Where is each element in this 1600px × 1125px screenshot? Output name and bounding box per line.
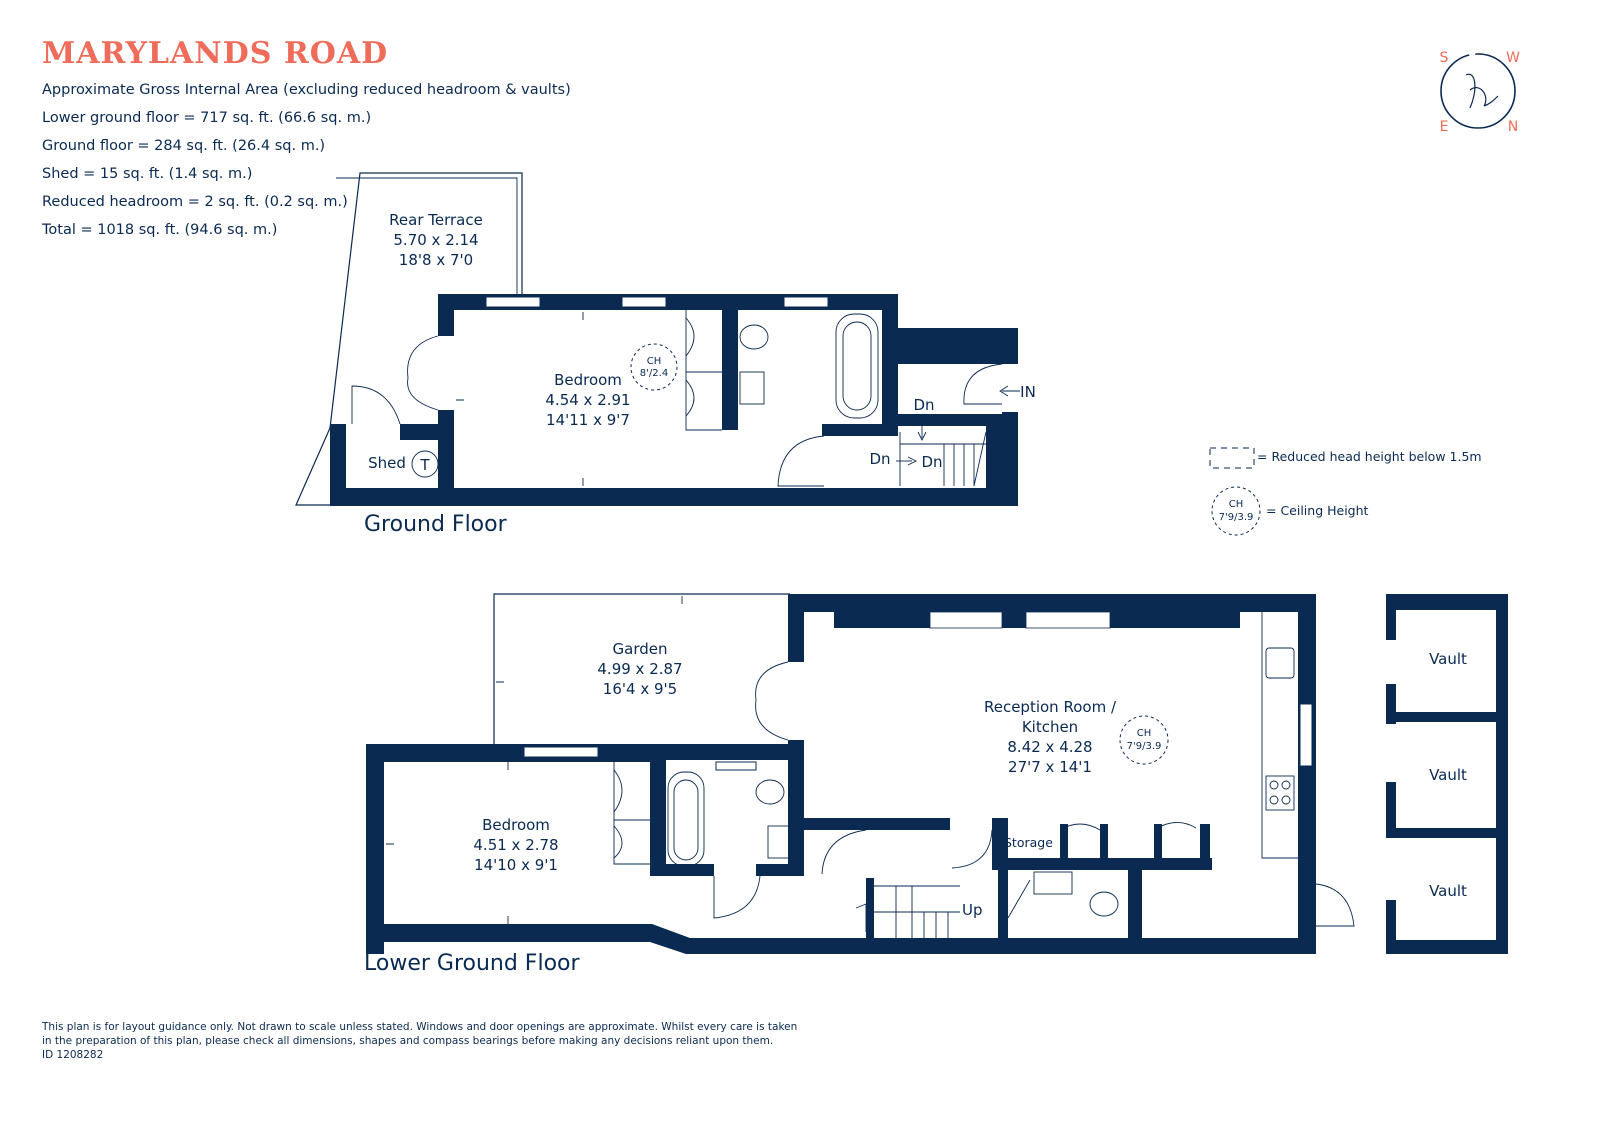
ground-floor-plan: Rear Terrace 5.70 x 2.14 18'8 x 7'0 Bedr… [295, 172, 1036, 537]
area-reduced-headroom: Reduced headroom = 2 sq. ft. (0.2 sq. m.… [42, 194, 348, 210]
shed-label: Shed [368, 454, 406, 472]
legend-ceiling-height: = Ceiling Height [1266, 503, 1369, 518]
compass-n: N [1508, 119, 1518, 135]
legend-ch-value: 7'9/3.9 [1219, 512, 1254, 523]
gf-stairs-dn-2: Dn [869, 450, 890, 468]
lg-stairs-up: Up [962, 901, 983, 919]
property-title: MARYLANDS ROAD [42, 36, 389, 71]
ground-floor-label: Ground Floor [364, 512, 508, 537]
compass-icon: S W E N [1440, 49, 1520, 135]
disclaimer: This plan is for layout guidance only. N… [42, 1020, 842, 1062]
gf-stairs-dn-3: Dn [921, 453, 942, 471]
area-shed: Shed = 15 sq. ft. (1.4 sq. m.) [42, 166, 253, 182]
rear-terrace-label: Rear Terrace [389, 211, 483, 229]
compass-w: W [1506, 50, 1520, 66]
garden-metric: 4.99 x 2.87 [597, 660, 682, 678]
gf-bedroom-imperial: 14'11 x 9'7 [546, 411, 630, 429]
rear-terrace-imperial: 18'8 x 7'0 [399, 251, 473, 269]
legend: = Reduced head height below 1.5m CH 7'9/… [1209, 447, 1482, 536]
gf-ch-value: 8'/2.4 [640, 368, 668, 379]
disclaimer-line-1: This plan is for layout guidance only. N… [42, 1021, 798, 1033]
lg-bedroom-metric: 4.51 x 2.78 [473, 836, 558, 854]
lower-ground-floor-label: Lower Ground Floor [364, 951, 580, 976]
lg-ch-value: 7'9/3.9 [1127, 741, 1162, 752]
area-summary: Approximate Gross Internal Area (excludi… [42, 76, 571, 244]
lg-bedroom-imperial: 14'10 x 9'1 [474, 856, 558, 874]
rear-terrace-metric: 5.70 x 2.14 [393, 231, 478, 249]
area-ground: Ground floor = 284 sq. ft. (26.4 sq. m.) [42, 138, 326, 154]
compass-s: S [1440, 50, 1449, 66]
plan-id: ID 1208282 [42, 1049, 104, 1061]
reception-label-1: Reception Room / [984, 698, 1117, 716]
area-lower-ground: Lower ground floor = 717 sq. ft. (66.6 s… [42, 110, 372, 126]
garden-imperial: 16'4 x 9'5 [603, 680, 677, 698]
reception-metric: 8.42 x 4.28 [1007, 738, 1092, 756]
compass-e: E [1440, 119, 1449, 135]
vault-label-2: Vault [1429, 766, 1467, 784]
tank-label: T [419, 456, 430, 474]
disclaimer-line-2: in the preparation of this plan, please … [42, 1035, 774, 1047]
area-total: Total = 1018 sq. ft. (94.6 sq. m.) [42, 222, 278, 238]
gf-bedroom-metric: 4.54 x 2.91 [545, 391, 630, 409]
reception-imperial: 27'7 x 14'1 [1008, 758, 1092, 776]
legend-ch: CH [1229, 499, 1244, 510]
gf-bedroom-label: Bedroom [554, 371, 622, 389]
lg-bedroom-label: Bedroom [482, 816, 550, 834]
legend-reduced-head: = Reduced head height below 1.5m [1257, 449, 1482, 464]
area-note: Approximate Gross Internal Area (excludi… [42, 82, 571, 98]
garden-label: Garden [613, 640, 668, 658]
reception-label-2: Kitchen [1022, 718, 1078, 736]
vault-label-1: Vault [1429, 650, 1467, 668]
lg-ch-label: CH [1137, 728, 1152, 739]
storage-label: Storage [1004, 835, 1053, 850]
vault-label-3: Vault [1429, 882, 1467, 900]
lower-ground-floor-plan: Garden 4.99 x 2.87 16'4 x 9'5 Reception … [364, 593, 1508, 976]
gf-ch-label: CH [647, 356, 662, 367]
entrance-label: IN [1020, 383, 1036, 401]
gf-stairs-dn-1: Dn [913, 396, 934, 414]
